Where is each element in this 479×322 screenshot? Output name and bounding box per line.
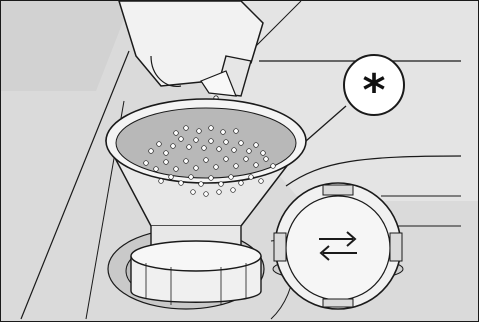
reservoir-cap-icon (273, 183, 403, 309)
